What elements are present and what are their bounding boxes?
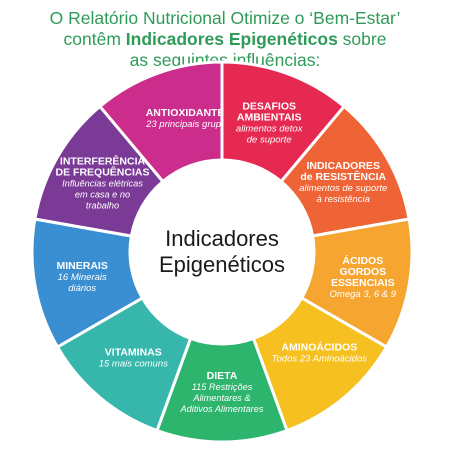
segment-frequencias — [33, 104, 165, 238]
segment-title-vitaminas: VITAMINAS — [105, 347, 162, 359]
segment-title-acidos: GORDOS — [339, 266, 386, 278]
header-line-2-prefix: contêm — [63, 29, 126, 49]
segment-subtitle-acidos: Omega 3, 6 & 9 — [330, 289, 397, 300]
segment-subtitle-aminoacidos: Todos 23 Aminoácidos — [272, 354, 368, 365]
segment-title-dieta: DIETA — [207, 370, 238, 382]
header: O Relatório Nutricional Otimize o ‘Bem-E… — [0, 8, 450, 71]
header-line-1: O Relatório Nutricional Otimize o ‘Bem-E… — [49, 8, 401, 28]
segment-title-desafios: AMBIENTAIS — [237, 111, 302, 123]
segment-title-acidos: ESSENCIAIS — [331, 277, 395, 289]
header-line-2: contêm Indicadores Epigenéticos sobre — [0, 29, 450, 50]
segment-title-resistencia: INDICADORES — [306, 160, 380, 172]
segment-subtitle-resistencia: alimentos de suporte — [299, 183, 387, 194]
segment-subtitle-desafios: alimentos detox — [236, 123, 304, 134]
segment-title-antioxidantes: ANTIOXIDANTES — [146, 107, 232, 119]
segment-subtitle-resistencia: à resistência — [317, 194, 370, 205]
segment-title-frequencias: DE FREQUÊNCIAS — [56, 166, 150, 179]
segment-subtitle-dieta: Alimentares & — [192, 393, 250, 403]
center-circle — [131, 161, 313, 343]
segment-title-frequencias: INTERFERÊNCIA — [60, 155, 146, 168]
header-line-3: as seguintes influências: — [129, 50, 321, 70]
segment-title-aminoacidos: AMINOÁCIDOS — [281, 341, 357, 354]
segment-subtitle-frequencias: trabalho — [86, 201, 119, 211]
center-title-line-1: Indicadores — [165, 226, 279, 251]
segment-title-minerais: MINERAIS — [57, 260, 108, 272]
segment-subtitle-frequencias: em casa e no — [75, 190, 130, 200]
segment-subtitle-antioxidantes: 23 principais grupos — [145, 119, 231, 130]
segment-title-resistencia: de RESISTÊNCIA — [300, 170, 386, 183]
segment-subtitle-dieta: Aditivos Alimentares — [180, 404, 264, 414]
header-line-2-suffix: sobre — [337, 29, 387, 49]
segment-title-acidos: ÁCIDOS — [342, 254, 383, 267]
header-highlight: Indicadores Epigenéticos — [125, 29, 338, 49]
segment-title-desafios: DESAFIOS — [242, 100, 296, 112]
segment-subtitle-desafios: de suporte — [247, 134, 292, 145]
segment-subtitle-dieta: 115 Restrições — [192, 382, 253, 392]
center-title-line-2: Epigenéticos — [159, 252, 285, 277]
segment-subtitle-vitaminas: 15 mais comuns — [99, 359, 168, 370]
segment-subtitle-frequencias: Influências elétricas — [62, 179, 143, 189]
segment-subtitle-minerais: 16 Minerais — [58, 272, 107, 283]
segment-subtitle-minerais: diários — [68, 283, 96, 294]
